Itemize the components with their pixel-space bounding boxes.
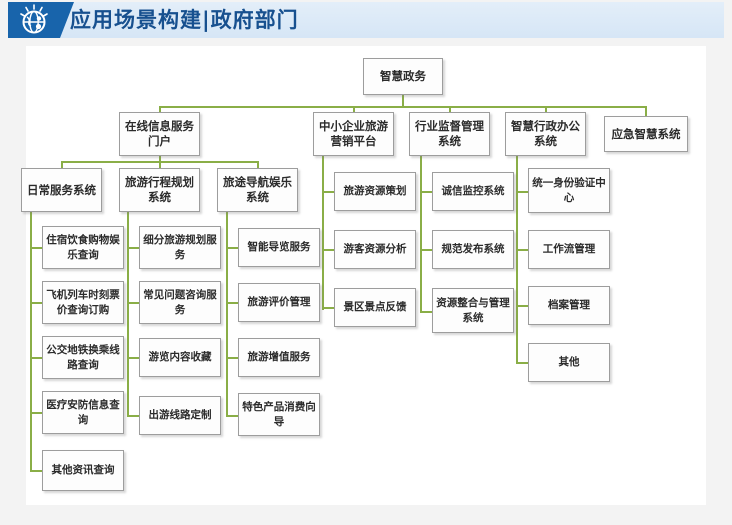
leaf-item[interactable]: 其他资讯查询 <box>42 450 124 491</box>
node-online-info-service-portal[interactable]: 在线信息服务门户 <box>119 112 200 156</box>
connector-col4-leaf3 <box>322 307 334 309</box>
leaf-item[interactable]: 规范发布系统 <box>432 230 514 269</box>
connector-to-branch-4 <box>545 106 547 113</box>
leaf-item[interactable]: 游览内容收藏 <box>139 338 221 377</box>
node-industry-supervision-system[interactable]: 行业监督管理系统 <box>409 112 490 156</box>
leaf-item[interactable]: 资源整合与管理系统 <box>432 288 514 333</box>
connector-col1-spine <box>30 212 32 472</box>
connector-col1-leaf4 <box>30 412 42 414</box>
node-travel-itinerary-planning-system[interactable]: 旅游行程规划系统 <box>119 168 200 212</box>
leaf-item[interactable]: 住宿饮食购物娱乐查询 <box>42 226 124 269</box>
connector-col3-leaf3 <box>226 357 238 359</box>
node-daily-service-system[interactable]: 日常服务系统 <box>21 168 102 212</box>
connector-root-down <box>402 95 404 108</box>
connector-col2-leaf1 <box>127 247 139 249</box>
header-banner <box>60 2 724 38</box>
connector-col6-leaf2 <box>516 249 528 251</box>
page-header: 应用场景构建|政府部门 <box>0 0 732 38</box>
connector-col3-leaf4 <box>226 415 238 417</box>
leaf-item[interactable]: 智能导览服务 <box>238 228 320 267</box>
connector-col4-spine <box>322 155 324 310</box>
leaf-item[interactable]: 游客资源分析 <box>334 230 416 269</box>
leaf-item[interactable]: 细分旅游规划服务 <box>139 226 221 269</box>
connector-col3-leaf2 <box>226 302 238 304</box>
connector-col5-leaf1 <box>420 191 432 193</box>
connector-to-branch-3 <box>449 106 451 113</box>
connector-to-sub-3 <box>257 161 259 169</box>
leaf-item[interactable]: 其他 <box>528 343 610 382</box>
connector-col6-spine <box>516 155 518 364</box>
leaf-item[interactable]: 诚信监控系统 <box>432 172 514 211</box>
connector-col5-spine <box>420 155 422 313</box>
connector-col2-leaf4 <box>127 415 139 417</box>
leaf-item[interactable]: 出游线路定制 <box>139 396 221 435</box>
leaf-item[interactable]: 飞机列车时刻票价查询订购 <box>42 281 124 324</box>
leaf-item[interactable]: 旅游评价管理 <box>238 283 320 322</box>
node-root[interactable]: 智慧政务 <box>363 58 443 95</box>
connector-col6-leaf4 <box>516 362 528 364</box>
page-title: 应用场景构建|政府部门 <box>70 8 299 32</box>
connector-col5-leaf2 <box>420 249 432 251</box>
connector-to-branch-1 <box>159 106 161 113</box>
connector-col6-leaf3 <box>516 305 528 307</box>
node-smart-admin-office-system[interactable]: 智慧行政办公系统 <box>505 112 586 156</box>
connector-branch1-down <box>159 155 161 163</box>
globe-idea-icon <box>20 4 48 34</box>
connector-col1-leaf1 <box>30 247 42 249</box>
connector-col1-leaf5 <box>30 470 42 472</box>
node-sme-tourism-marketing-platform[interactable]: 中小企业旅游营销平台 <box>313 112 394 156</box>
connector-to-sub-2 <box>159 161 161 169</box>
connector-col3-leaf1 <box>226 247 238 249</box>
connector-col2-leaf2 <box>127 302 139 304</box>
leaf-item[interactable]: 旅游资源策划 <box>334 172 416 211</box>
leaf-item[interactable]: 旅游增值服务 <box>238 338 320 377</box>
connector-to-branch-5 <box>645 106 647 116</box>
connector-col2-spine <box>127 212 129 417</box>
connector-to-sub-1 <box>61 161 63 169</box>
connector-col6-leaf1 <box>516 191 528 193</box>
connector-level2-bus <box>159 106 646 108</box>
connector-to-branch-2 <box>353 106 355 113</box>
leaf-item[interactable]: 医疗安防信息查询 <box>42 391 124 434</box>
connector-col3-spine <box>226 212 228 417</box>
connector-col2-leaf3 <box>127 357 139 359</box>
leaf-item[interactable]: 档案管理 <box>528 286 610 325</box>
leaf-item[interactable]: 统一身份验证中心 <box>528 168 610 213</box>
connector-col4-leaf2 <box>322 249 334 251</box>
leaf-item[interactable]: 常见问题咨询服务 <box>139 281 221 324</box>
connector-col1-leaf3 <box>30 357 42 359</box>
node-travel-navigation-entertainment-system[interactable]: 旅途导航娱乐系统 <box>217 168 298 212</box>
leaf-item[interactable]: 景区景点反馈 <box>334 288 416 327</box>
connector-col4-leaf1 <box>322 191 334 193</box>
leaf-item[interactable]: 工作流管理 <box>528 230 610 269</box>
connector-col5-leaf3 <box>420 311 432 313</box>
connector-col1-leaf2 <box>30 302 42 304</box>
leaf-item[interactable]: 公交地铁换乘线路查询 <box>42 336 124 379</box>
node-emergency-smart-system[interactable]: 应急智慧系统 <box>604 116 688 152</box>
leaf-item[interactable]: 特色产品消费向导 <box>238 393 320 436</box>
